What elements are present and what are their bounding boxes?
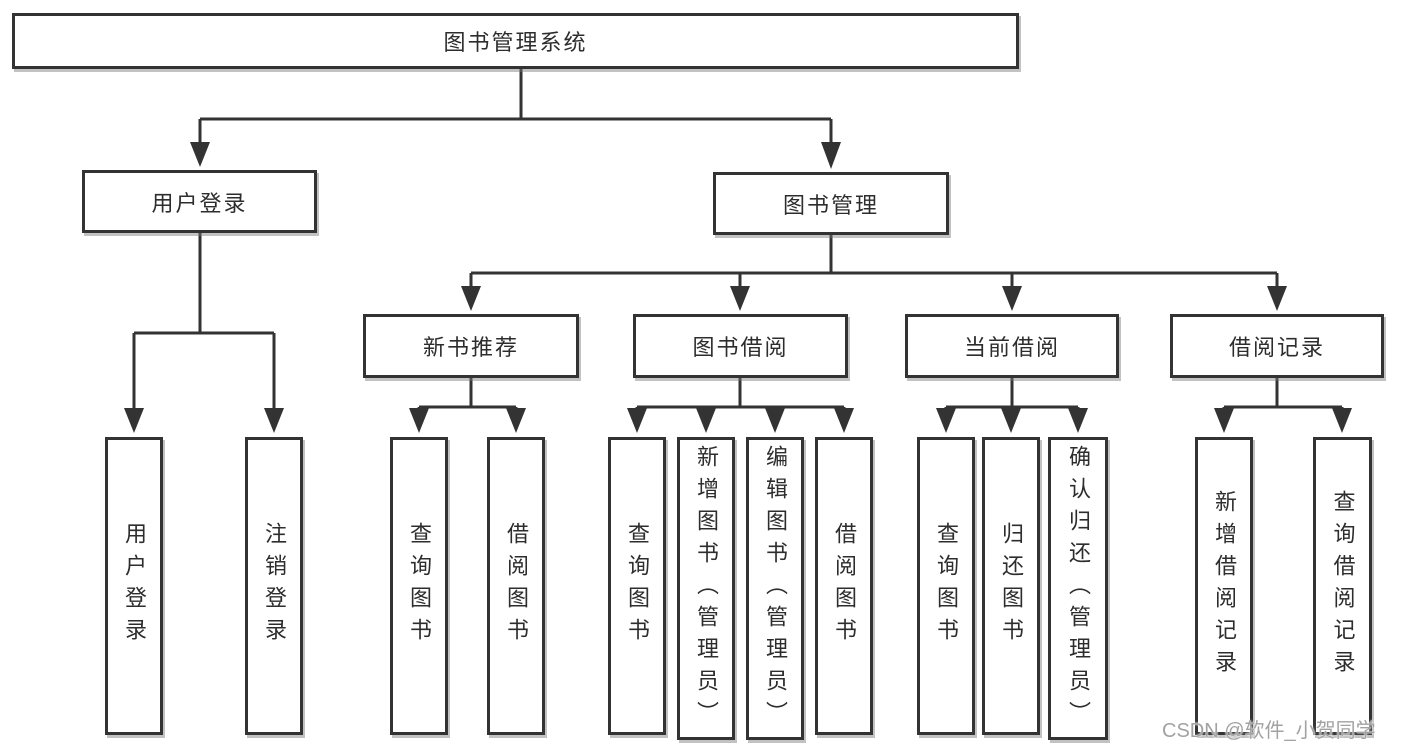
leaf-cb-query-books: 查询图书 [917,437,975,735]
connector-newbook-to-leaves [417,378,518,412]
leaf-bb-query-books: 查询图书 [608,437,666,735]
leaf-bb-borrow-books: 借阅图书 [815,437,873,735]
node-book-management-label: 图书管理 [782,192,879,218]
leaf-br-add-record: 新增借阅记录 [1195,437,1253,735]
connector-bookmgmt-to-level3 [469,235,1279,290]
node-book-borrow-label: 图书借阅 [692,335,789,360]
csdn-watermark: CSDN @软件_小贺同学 [1162,720,1376,742]
node-new-book-recommend: 新书推荐 [363,314,579,378]
node-current-borrow: 当前借阅 [905,314,1119,378]
connector-root-to-level2 [198,69,833,146]
node-current-borrow-label: 当前借阅 [963,335,1060,360]
leaf-nbr-borrow-books: 借阅图书 [487,437,545,735]
leaf-nbr-borrow-books-label: 借阅图书 [504,522,529,650]
connector-currentborrow-to-leaves [944,378,1080,412]
leaf-logout: 注销登录 [245,437,303,735]
leaf-bb-add-books-admin: 新增图书（管理员） [677,437,735,740]
leaf-user-login: 用户登录 [105,437,163,735]
node-root: 图书管理系统 [12,13,1019,69]
leaf-br-query-record: 查询借阅记录 [1313,437,1372,735]
leaf-logout-label: 注销登录 [262,522,287,650]
connector-borrowrecords-to-leaves [1222,378,1344,412]
leaf-cb-confirm-return-admin-label: 确认归还（管理员） [1066,444,1091,733]
leaf-br-add-record-label: 新增借阅记录 [1212,490,1237,682]
node-user-login: 用户登录 [82,170,317,233]
leaf-cb-return-books: 归还图书 [982,437,1040,735]
leaf-bb-borrow-books-label: 借阅图书 [832,522,857,650]
leaf-nbr-query-books: 查询图书 [390,437,448,735]
leaf-bb-edit-books-admin-label: 编辑图书（管理员） [763,444,788,733]
node-book-management: 图书管理 [713,172,949,235]
node-book-borrow: 图书借阅 [633,314,848,378]
node-root-label: 图书管理系统 [443,30,588,55]
leaf-bb-add-books-admin-label: 新增图书（管理员） [694,444,719,733]
leaf-cb-return-books-label: 归还图书 [999,522,1024,650]
node-borrow-records-label: 借阅记录 [1228,335,1325,360]
leaf-user-login-label: 用户登录 [122,522,147,650]
leaf-cb-query-books-label: 查询图书 [934,522,959,650]
connector-bookborrow-to-leaves [635,378,846,412]
node-user-login-label: 用户登录 [151,190,248,216]
leaf-bb-query-books-label: 查询图书 [625,522,650,650]
leaf-bb-edit-books-admin: 编辑图书（管理员） [746,437,804,740]
arrowheads [124,142,1352,433]
leaf-nbr-query-books-label: 查询图书 [407,522,432,650]
leaf-cb-confirm-return-admin: 确认归还（管理员） [1048,437,1108,740]
node-borrow-records: 借阅记录 [1170,314,1384,378]
leaf-br-query-record-label: 查询借阅记录 [1330,490,1356,682]
connector-userlogin-to-leaves [132,233,276,412]
node-new-book-recommend-label: 新书推荐 [422,335,519,360]
